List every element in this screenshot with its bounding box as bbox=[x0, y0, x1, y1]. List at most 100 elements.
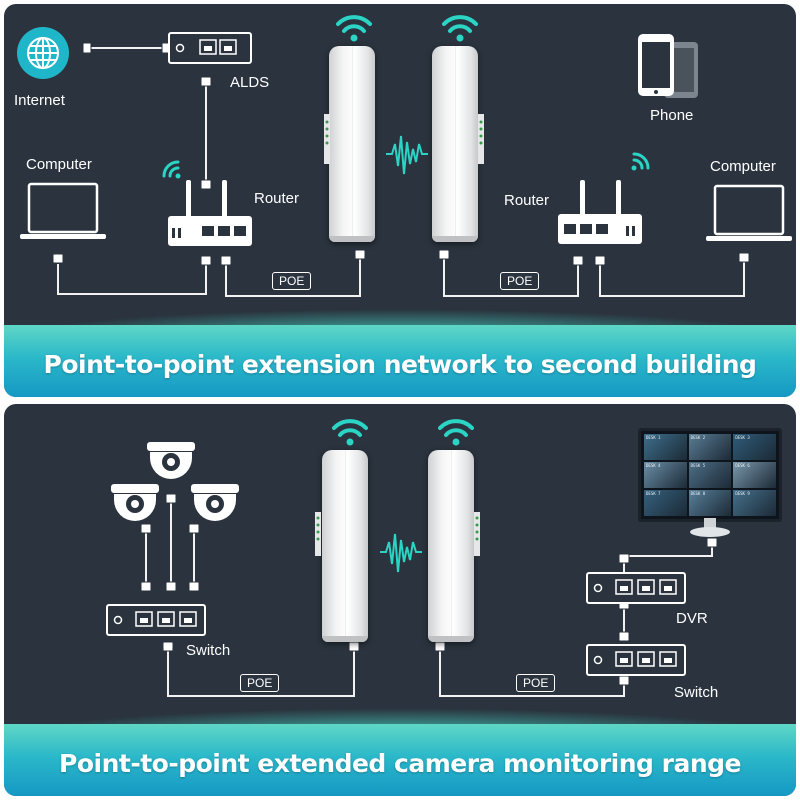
poe-label-left: POE bbox=[272, 272, 312, 290]
network-extension-panel: Point-to-point extension network to seco… bbox=[4, 4, 796, 397]
camera-feed-label: DESK 7 bbox=[646, 491, 661, 496]
switch-icon bbox=[106, 604, 206, 636]
ap-led-strip bbox=[478, 114, 484, 164]
computer-right-label: Computer bbox=[710, 158, 776, 175]
rj45-connector-icon bbox=[82, 42, 92, 54]
rj45-connector-icon bbox=[618, 675, 630, 686]
camera-feed-label: DESK 1 bbox=[646, 435, 661, 440]
rj45-connector-icon bbox=[738, 252, 750, 263]
dvr-monitor-cable bbox=[623, 544, 713, 572]
camera-feed-tile: DESK 8 bbox=[688, 490, 732, 516]
rj45-connector-icon bbox=[188, 523, 200, 534]
camera-monitoring-panel: Point-to-point extended camera monitorin… bbox=[4, 404, 796, 796]
camera-feed-label: DESK 8 bbox=[690, 491, 706, 496]
camera-feed-label: DESK 5 bbox=[690, 463, 706, 468]
camera-feed-tile: DESK 9 bbox=[733, 490, 776, 516]
wifi-icon bbox=[438, 419, 474, 446]
rj45-connector-icon bbox=[434, 641, 446, 652]
rj45-connector-icon bbox=[165, 493, 177, 504]
monitor-screen: DESK 1 DESK 2 DESK 3 DESK 4 DESK 5 DESK 6 DESK… bbox=[644, 434, 776, 516]
camera-feed-tile: DESK 5 bbox=[688, 462, 732, 488]
cpe-access-point-right bbox=[428, 450, 474, 642]
dome-camera-icon bbox=[147, 442, 195, 479]
cpe-access-point-left bbox=[329, 46, 375, 242]
ap-led-strip bbox=[474, 512, 480, 556]
phone-icon bbox=[638, 34, 698, 98]
ap-led-strip bbox=[315, 512, 321, 556]
rj45-connector-icon bbox=[348, 641, 360, 652]
computer-router-cable-left bbox=[57, 264, 207, 295]
rj45-connector-icon bbox=[618, 631, 630, 642]
globe-icon bbox=[17, 27, 69, 79]
wifi-icon bbox=[332, 419, 368, 446]
camera-feed-tile: DESK 3 bbox=[733, 434, 776, 460]
wifi-icon bbox=[336, 15, 372, 42]
camera-feed-tile: DESK 1 bbox=[644, 434, 687, 460]
switch-left-label: Switch bbox=[186, 642, 231, 659]
internet-label: Internet bbox=[14, 92, 65, 109]
rj45-connector-icon bbox=[52, 253, 64, 264]
rj45-connector-icon bbox=[354, 249, 366, 260]
switch-ap-cable-left bbox=[167, 646, 355, 697]
dvr-label: DVR bbox=[676, 610, 708, 627]
rj45-connector-icon bbox=[200, 179, 212, 190]
cpe-access-point-left bbox=[322, 450, 368, 642]
switch-icon bbox=[586, 644, 686, 676]
rj45-connector-icon bbox=[594, 255, 606, 266]
ap-router-cable-right bbox=[443, 256, 579, 297]
dome-camera-icon bbox=[191, 484, 239, 521]
laptop-icon bbox=[20, 182, 106, 239]
poe-label-right: POE bbox=[500, 272, 540, 290]
router-right-label: Router bbox=[504, 192, 550, 209]
camera-feed-label: DESK 9 bbox=[735, 491, 750, 496]
rj45-connector-icon bbox=[706, 537, 718, 548]
poe-label-right: POE bbox=[516, 674, 556, 692]
rj45-connector-icon bbox=[140, 581, 152, 592]
rj45-connector-icon bbox=[618, 553, 630, 564]
rj45-connector-icon bbox=[165, 581, 177, 592]
alds-modem-icon bbox=[168, 32, 252, 64]
rj45-connector-icon bbox=[572, 255, 584, 266]
monitor-icon: DESK 1 DESK 2 DESK 3 DESK 4 DESK 5 DESK 6 DESK… bbox=[638, 428, 782, 522]
poe-label-left: POE bbox=[240, 674, 280, 692]
ap-switch-cable-right bbox=[439, 648, 625, 697]
signal-wave-icon bbox=[380, 533, 422, 573]
dvr-icon bbox=[586, 572, 686, 604]
computer-left-label: Computer bbox=[26, 156, 92, 173]
camera-feed-tile: DESK 4 bbox=[644, 462, 687, 488]
rj45-connector-icon bbox=[188, 581, 200, 592]
switch-right-label: Switch bbox=[674, 684, 719, 701]
caption-band bbox=[4, 325, 796, 397]
rj45-connector-icon bbox=[140, 523, 152, 534]
signal-wave-icon bbox=[386, 135, 428, 175]
router-icon bbox=[162, 160, 252, 246]
phone-label: Phone bbox=[650, 107, 694, 124]
wifi-icon bbox=[442, 15, 478, 42]
caption-band bbox=[4, 724, 796, 796]
dome-camera-icon bbox=[111, 484, 159, 521]
rj45-connector-icon bbox=[438, 249, 450, 260]
rj45-connector-icon bbox=[200, 76, 212, 87]
panel2-caption: Point-to-point extended camera monitorin… bbox=[59, 749, 741, 778]
camera-feed-label: DESK 2 bbox=[690, 435, 706, 440]
rj45-connector-icon bbox=[200, 255, 212, 266]
panel1-wiring bbox=[52, 42, 750, 297]
cpe-access-point-right bbox=[432, 46, 478, 242]
camera-feed-label: DESK 3 bbox=[735, 435, 750, 440]
laptop-icon bbox=[706, 184, 792, 241]
alds-label: ALDS bbox=[230, 74, 270, 91]
camera-feed-label: DESK 6 bbox=[735, 463, 750, 468]
router-left-label: Router bbox=[254, 190, 300, 207]
panel1-caption: Point-to-point extension network to seco… bbox=[43, 350, 757, 379]
router-ap-cable-left bbox=[225, 256, 361, 297]
camera-feed-tile: DESK 2 bbox=[688, 434, 732, 460]
router-computer-cable-right bbox=[599, 259, 745, 297]
camera-feed-tile: DESK 7 bbox=[644, 490, 687, 516]
router-icon bbox=[558, 152, 650, 244]
monitor-stand bbox=[690, 518, 730, 537]
camera-feed-tile: DESK 6 bbox=[733, 462, 776, 488]
ap-led-strip bbox=[324, 114, 330, 164]
camera-feed-label: DESK 4 bbox=[646, 463, 661, 468]
rj45-connector-icon bbox=[220, 255, 232, 266]
rj45-connector-icon bbox=[162, 641, 174, 652]
